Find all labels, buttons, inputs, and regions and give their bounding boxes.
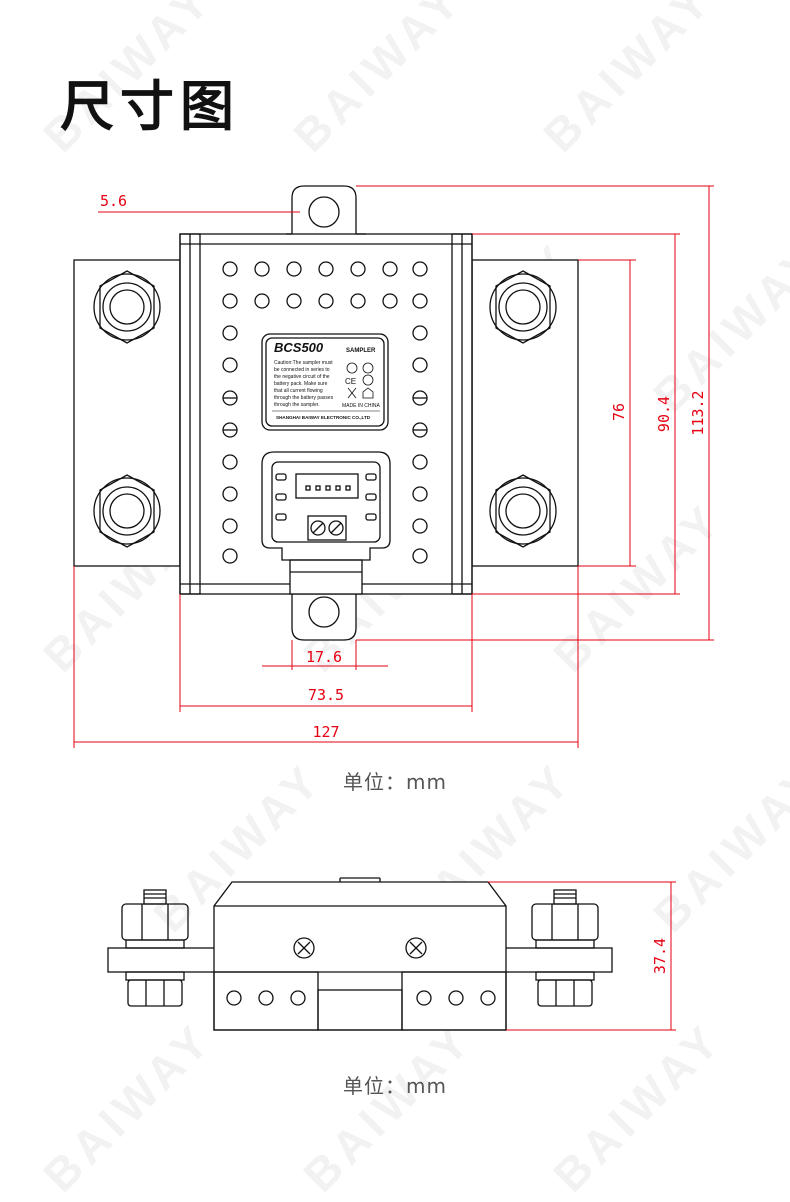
label-type: SAMPLER [346, 348, 376, 354]
dimension-37-4: 37.4 [651, 938, 669, 974]
left-stud-nut [121, 889, 189, 1007]
label-caution-line: the negative circuit of the [274, 374, 330, 380]
terminal-block [307, 515, 347, 541]
side-housing [213, 881, 507, 1031]
label-made-in: MADE IN CHINA [342, 403, 380, 409]
housing-screws [222, 390, 428, 438]
home-icon [362, 387, 374, 399]
right-stud-nut [531, 889, 599, 1007]
label-caution-line: that all current flowing [274, 388, 323, 394]
recycle-icon [346, 362, 358, 374]
dimension-5-6: 5.6 [100, 192, 127, 210]
certification-icon [362, 362, 374, 374]
label-model: BCS500 [274, 340, 324, 355]
watermark: BAIWAY [33, 1012, 223, 1202]
unit-label-top: 单位：mm [343, 770, 447, 794]
hex-nut-bottom-left [93, 474, 161, 548]
label-manufacturer: SHANGHAI BAIWAY ELECTRONIC CO.,LTD [276, 415, 371, 420]
dimension-90-4: 90.4 [655, 396, 673, 432]
top-view-drawing: BCS500 SAMPLER Caution:The sampler must … [73, 185, 714, 748]
right-busbar [471, 259, 579, 567]
dimension-17-6: 17.6 [306, 648, 342, 666]
side-screw-right [405, 937, 427, 959]
watermark: BAIWAY [543, 1012, 733, 1202]
vent-holes [222, 261, 428, 564]
unit-label-side: 单位：mm [343, 1074, 447, 1098]
label-caution-line: be connected in series to [274, 367, 330, 373]
label-caution-line: battery pack. Make sure [274, 381, 328, 387]
page-title: 尺寸图 [60, 75, 240, 138]
side-busbar [107, 947, 613, 973]
pb-free-icon [362, 374, 374, 386]
label-caution-line: through the sampler. [274, 402, 320, 408]
side-screw-left [293, 937, 315, 959]
weee-bin-icon [347, 387, 357, 399]
connector-housing [261, 451, 391, 561]
hex-nut-top-left [93, 270, 161, 344]
left-busbar [73, 259, 181, 567]
signal-connector [295, 473, 359, 499]
label-caution-line: Caution:The sampler must [274, 360, 333, 366]
product-label-plate [261, 333, 389, 431]
dimension-73-5: 73.5 [308, 686, 344, 704]
dimension-113-2: 113.2 [689, 390, 707, 435]
hex-nut-bottom-right [489, 474, 557, 548]
dimension-127: 127 [312, 723, 339, 741]
label-caution-line: through the battery passes [274, 395, 334, 401]
dimension-76: 76 [610, 403, 628, 421]
hex-nut-top-right [489, 270, 557, 344]
ce-mark-icon: CE [345, 377, 356, 386]
top-mounting-tab [291, 185, 357, 234]
bottom-mounting-tab [291, 594, 357, 641]
watermark: BAIWAY [293, 1012, 483, 1202]
